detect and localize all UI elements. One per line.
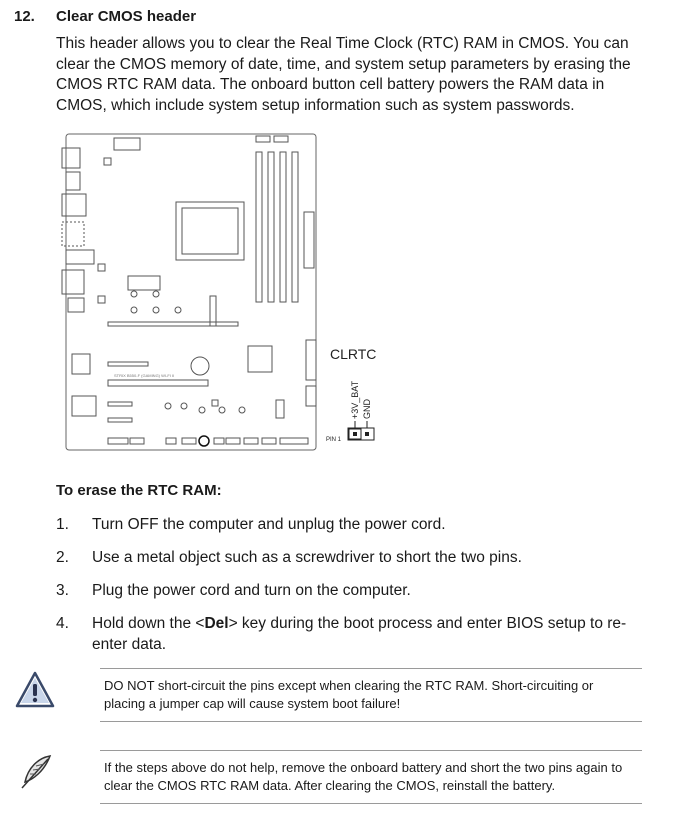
- io-left-lower-2: [71, 395, 97, 417]
- component: [97, 295, 106, 304]
- standoff: [130, 306, 138, 314]
- procedure-heading: To erase the RTC RAM:: [56, 482, 222, 499]
- atx-power-connector: [303, 211, 315, 269]
- step-item: 3. Plug the power cord and turn on the c…: [56, 580, 636, 601]
- bottom-header: [243, 437, 259, 445]
- step-item: 4. Hold down the <Del> key during the bo…: [56, 613, 636, 655]
- clrtc-label: CLRTC: [330, 346, 376, 362]
- intro-paragraph: This header allows you to clear the Real…: [56, 35, 631, 114]
- cpu-power-connector: [113, 137, 141, 151]
- clrtc-header: [347, 427, 375, 441]
- feather-icon: [21, 755, 52, 789]
- step-text: Hold down the <Del> key during the boot …: [92, 613, 636, 655]
- io-wifi-block: [65, 249, 95, 265]
- motherboard-diagram: STRIX B550-F (GAMING) WI-FI II CLRTC +3V…: [61, 133, 376, 451]
- io-port-block-2: [67, 297, 85, 313]
- step-number: 1.: [56, 516, 69, 533]
- io-hdmi-block: [61, 221, 85, 247]
- component: [97, 263, 106, 272]
- bottom-header: [129, 437, 145, 445]
- bottom-header: [213, 437, 225, 445]
- cmos-battery: [190, 356, 210, 376]
- pin-label-3v-bat: +3V_BAT: [350, 380, 360, 419]
- step-item: 2. Use a metal object such as a screwdri…: [56, 547, 636, 568]
- chipset: [247, 345, 273, 373]
- pin-2: [365, 432, 369, 436]
- heatsink-connector: [209, 295, 217, 327]
- section-title: Clear CMOS header: [56, 8, 197, 25]
- step-text: Plug the power cord and turn on the comp…: [92, 582, 411, 599]
- cpu-socket: [175, 201, 245, 261]
- board-outline: [65, 133, 317, 451]
- del-key: Del: [204, 615, 229, 632]
- standoff: [152, 306, 160, 314]
- step-text-before: Hold down the <: [92, 615, 205, 632]
- pcie-x16-slot: [107, 379, 209, 387]
- io-left-lower: [71, 353, 91, 375]
- warning-icon: [15, 671, 55, 708]
- m2-slot-top: [107, 321, 239, 327]
- dimm-slot: [279, 151, 287, 303]
- standoff: [164, 402, 172, 410]
- cpu-socket-inner: [181, 207, 239, 255]
- m2-heatsink: [211, 399, 219, 407]
- io-usb-block: [61, 147, 81, 169]
- warning-note: DO NOT short-circuit the pins except whe…: [100, 668, 642, 722]
- pin-1: [353, 432, 357, 436]
- io-lan-block: [65, 171, 81, 191]
- bottom-header: [279, 437, 309, 445]
- step-text: Use a metal object such as a screwdriver…: [92, 549, 522, 566]
- standoff: [198, 406, 206, 414]
- tip-note: If the steps above do not help, remove t…: [100, 750, 642, 804]
- usb-header-right: [305, 385, 317, 407]
- fan-header-top: [255, 135, 271, 143]
- step-number: 2.: [56, 549, 69, 566]
- io-port-block: [61, 269, 85, 295]
- dimm-slot: [267, 151, 275, 303]
- clrtc-location-marker: [198, 435, 210, 447]
- dimm-slot: [291, 151, 299, 303]
- chipset-region: [127, 275, 161, 291]
- bottom-header: [261, 437, 277, 445]
- pin-1-label: PIN 1: [326, 437, 342, 443]
- standoff: [152, 290, 160, 298]
- procedure-steps: 1. Turn OFF the computer and unplug the …: [56, 514, 636, 667]
- section-heading: 12. Clear CMOS header: [14, 8, 196, 25]
- section-number: 12.: [14, 8, 35, 25]
- fan-header-top-2: [273, 135, 289, 143]
- component: [103, 157, 112, 166]
- standoff: [130, 290, 138, 298]
- step-item: 1. Turn OFF the computer and unplug the …: [56, 514, 636, 535]
- standoff: [238, 406, 246, 414]
- standoff: [180, 402, 188, 410]
- pcie-slot: [107, 401, 133, 407]
- standoff: [218, 406, 226, 414]
- m2-bottom: [275, 399, 285, 419]
- step-text: Turn OFF the computer and unplug the pow…: [92, 516, 446, 533]
- pcie-slot: [107, 361, 149, 367]
- sata-connectors: [305, 339, 317, 381]
- bottom-header: [165, 437, 177, 445]
- step-text-after: > key during the boot process and enter …: [92, 615, 627, 653]
- dimm-slot: [255, 151, 263, 303]
- step-number: 4.: [56, 615, 69, 632]
- step-number: 3.: [56, 582, 69, 599]
- pcie-slot: [107, 417, 133, 423]
- pin-label-gnd: GND: [362, 399, 372, 420]
- bottom-header: [107, 437, 129, 445]
- bottom-header: [225, 437, 241, 445]
- bottom-header: [181, 437, 197, 445]
- board-marking: STRIX B550-F (GAMING) WI-FI II: [114, 373, 174, 378]
- standoff: [174, 306, 182, 314]
- io-audio-block: [61, 193, 87, 217]
- pin-1-box: [348, 428, 362, 440]
